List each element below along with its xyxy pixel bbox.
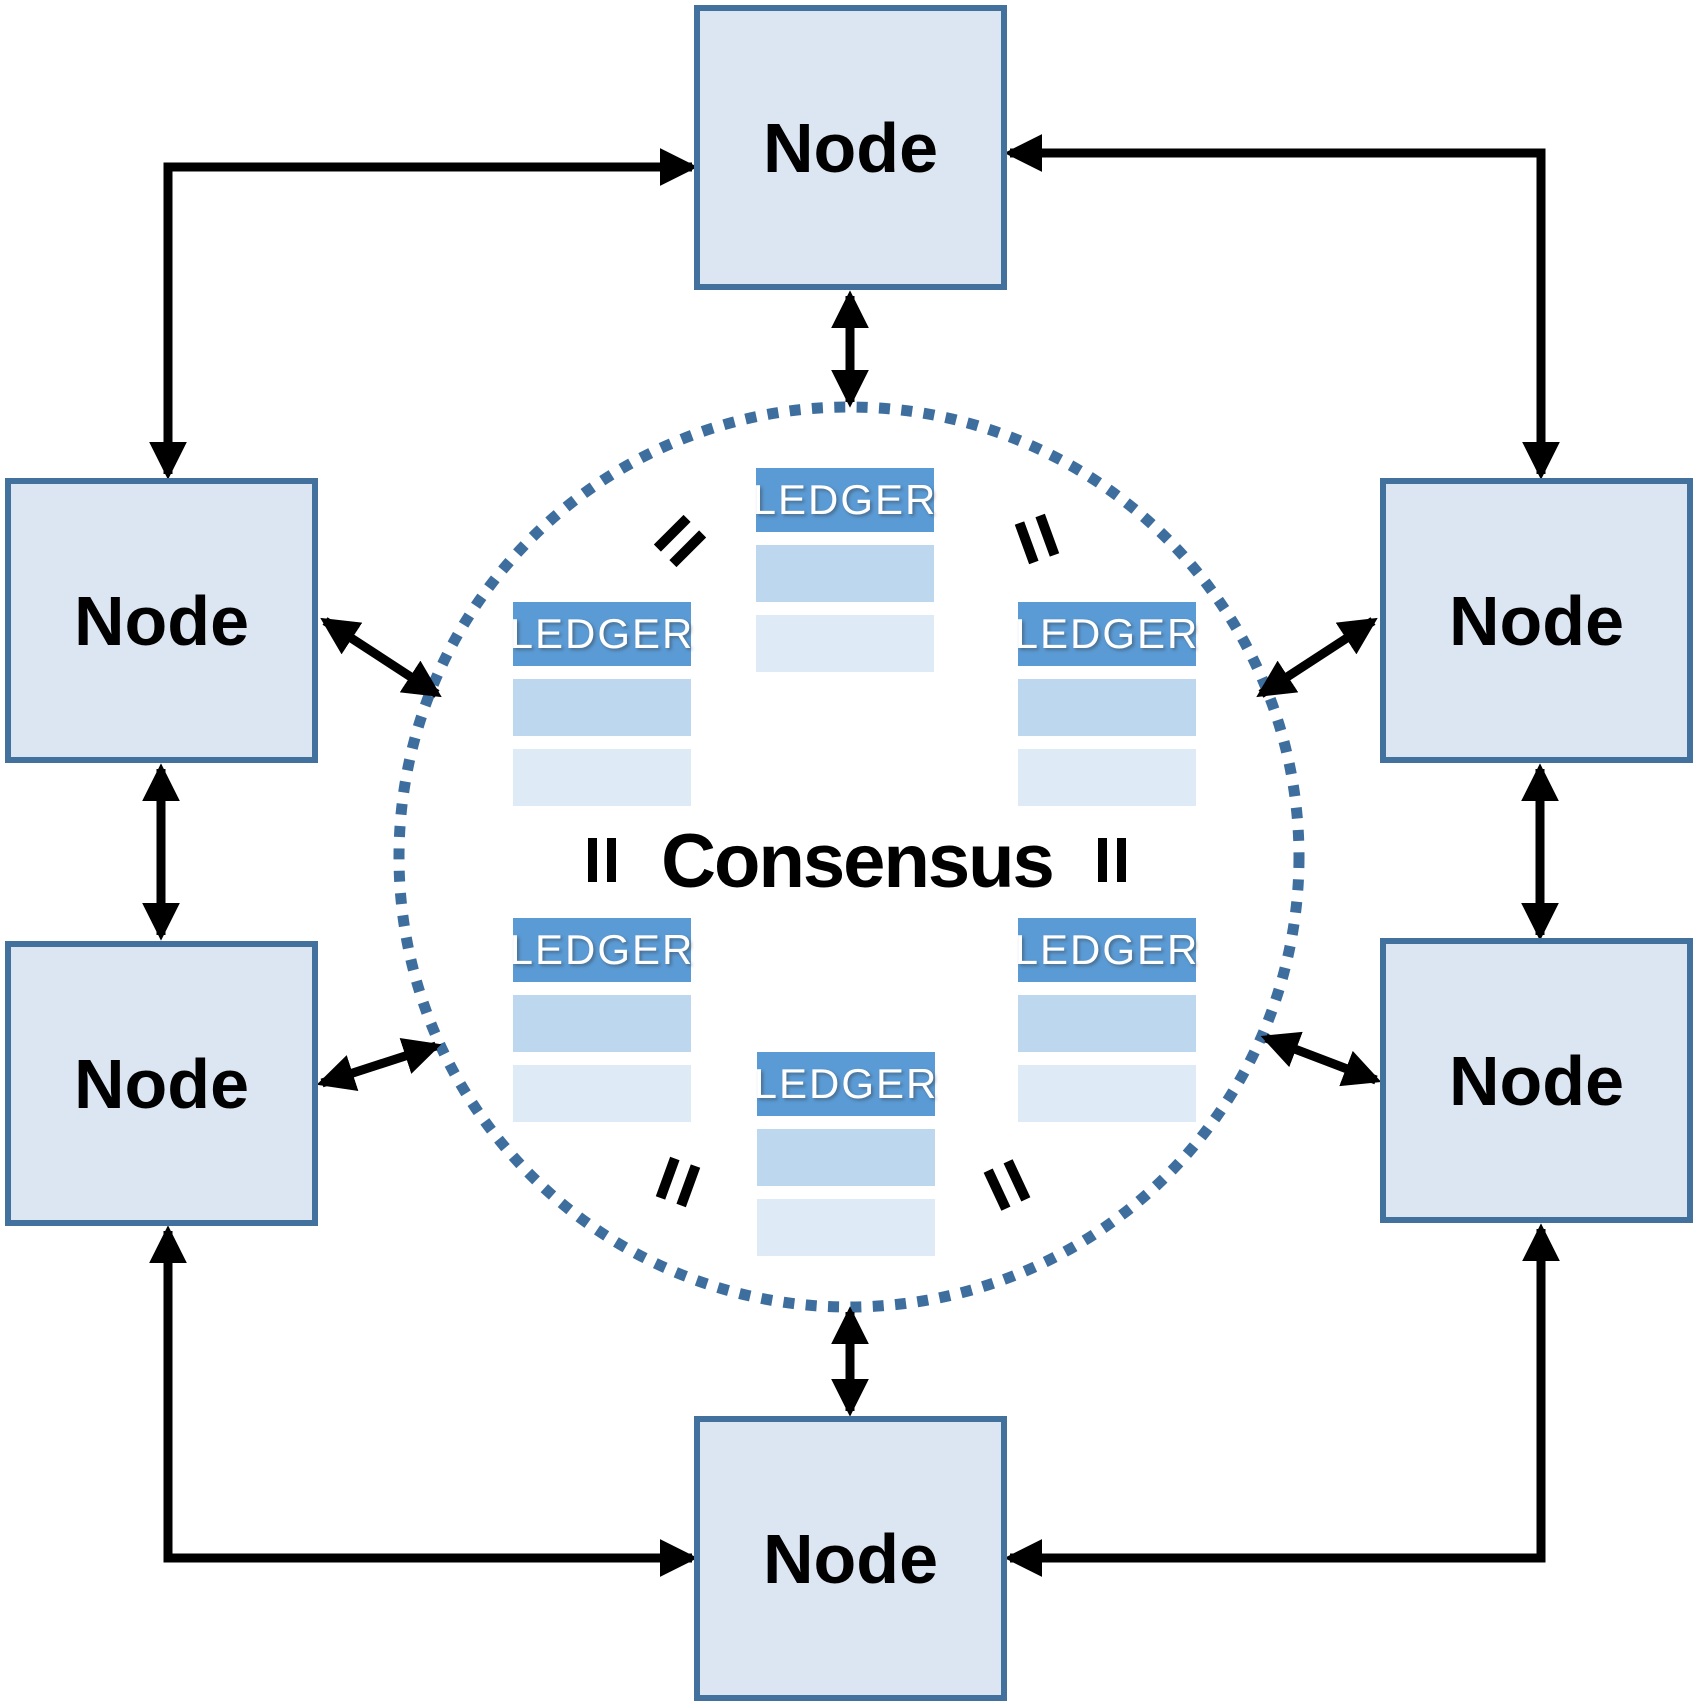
- ledger-title: LEDGER: [509, 610, 695, 657]
- link-left-upper-circle: [320, 617, 442, 698]
- ledger-title: LEDGER: [752, 476, 938, 523]
- node-label: Node: [74, 1044, 249, 1123]
- ledger-row: [1018, 749, 1196, 806]
- ledger-row: [1018, 995, 1196, 1052]
- node-label: Node: [1449, 581, 1624, 660]
- ledger-header: LEDGER: [1015, 602, 1197, 666]
- ledger-card-bottom-center: LEDGER: [754, 1052, 936, 1269]
- ledger-card-lower-right: LEDGER: [1015, 918, 1197, 1135]
- node-label: Node: [74, 581, 249, 660]
- connector-elbow-top-left: [149, 148, 698, 480]
- ledger-row: [756, 615, 934, 672]
- ledger-row: [757, 1129, 935, 1186]
- ledger-row: [756, 545, 934, 602]
- equals-icon-west: [588, 838, 616, 882]
- connector-elbow-top-right: [1004, 134, 1560, 480]
- ledger-card-top-center: LEDGER: [753, 468, 935, 685]
- ledger-card-lower-left: LEDGER: [510, 918, 692, 1135]
- node-label: Node: [763, 1519, 938, 1598]
- connector-elbow-bottom-left: [149, 1225, 698, 1577]
- ledger-row: [757, 1199, 935, 1256]
- node-box-left-lower: Node: [5, 941, 318, 1226]
- ledger-row: [513, 995, 691, 1052]
- ledger-card-middle-left: LEDGER: [510, 602, 692, 819]
- connector-elbow-bottom-right: [1004, 1223, 1560, 1577]
- ledger-header: LEDGER: [754, 1052, 936, 1116]
- ledger-title: LEDGER: [509, 926, 695, 973]
- consensus-label: Consensus: [661, 819, 1055, 904]
- node-box-right-lower: Node: [1380, 938, 1693, 1223]
- ledger-title: LEDGER: [753, 1060, 939, 1107]
- node-box-top: Node: [694, 5, 1007, 290]
- ledger-row: [1018, 1065, 1196, 1122]
- node-box-right-upper: Node: [1380, 478, 1693, 763]
- ledger-row: [513, 749, 691, 806]
- node-box-left-upper: Node: [5, 478, 318, 763]
- ledger-title: LEDGER: [1014, 926, 1200, 973]
- node-label: Node: [1449, 1041, 1624, 1120]
- ledger-row: [513, 679, 691, 736]
- link-right-upper-circle: [1256, 617, 1378, 698]
- consensus-dotted-circle: [393, 401, 1305, 1313]
- node-label: Node: [763, 108, 938, 187]
- ledger-card-middle-right: LEDGER: [1015, 602, 1197, 819]
- ledger-header: LEDGER: [753, 468, 935, 532]
- ledger-header: LEDGER: [510, 918, 692, 982]
- ledger-row: [1018, 679, 1196, 736]
- ledger-row: [513, 1065, 691, 1122]
- node-box-bottom: Node: [694, 1416, 1007, 1701]
- ledger-header: LEDGER: [1015, 918, 1197, 982]
- equals-icon-east: [1098, 838, 1126, 882]
- ledger-header: LEDGER: [510, 602, 692, 666]
- ledger-title: LEDGER: [1014, 610, 1200, 657]
- link-left-lower-circle: [316, 1037, 442, 1092]
- link-right-lower-circle: [1260, 1031, 1382, 1087]
